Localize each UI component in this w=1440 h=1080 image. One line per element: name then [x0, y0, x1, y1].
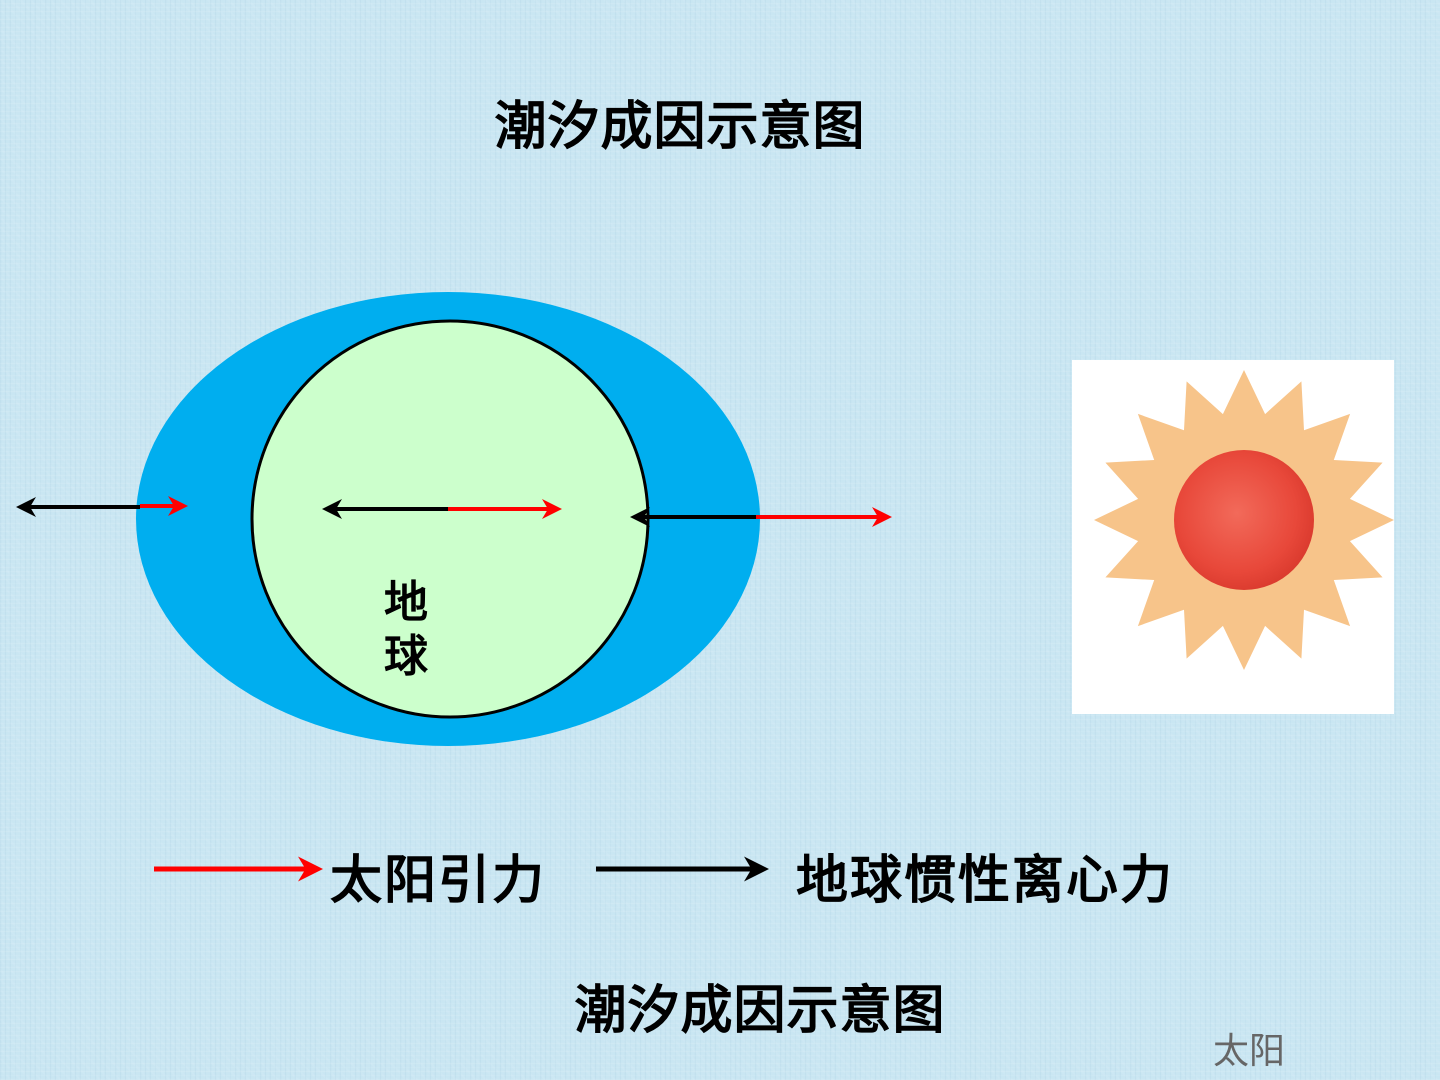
legend-earth-centrifugal-label: 地球惯性离心力	[796, 850, 1175, 911]
legend-sun-gravity-label: 太阳引力	[330, 850, 547, 911]
earth-circle	[250, 319, 650, 719]
earth-label-line2: 球	[384, 631, 428, 682]
sun-icon	[1094, 370, 1394, 670]
earth-label: 地 球	[380, 576, 432, 684]
sun-label: 太阳	[1212, 1031, 1285, 1072]
sun-image: 太阳	[1072, 360, 1394, 1072]
sun-core	[1174, 450, 1314, 590]
caption-title: 潮汐成因示意图	[574, 980, 946, 1041]
page-title: 潮汐成因示意图	[494, 96, 866, 157]
earth-label-line1: 地	[384, 577, 428, 628]
